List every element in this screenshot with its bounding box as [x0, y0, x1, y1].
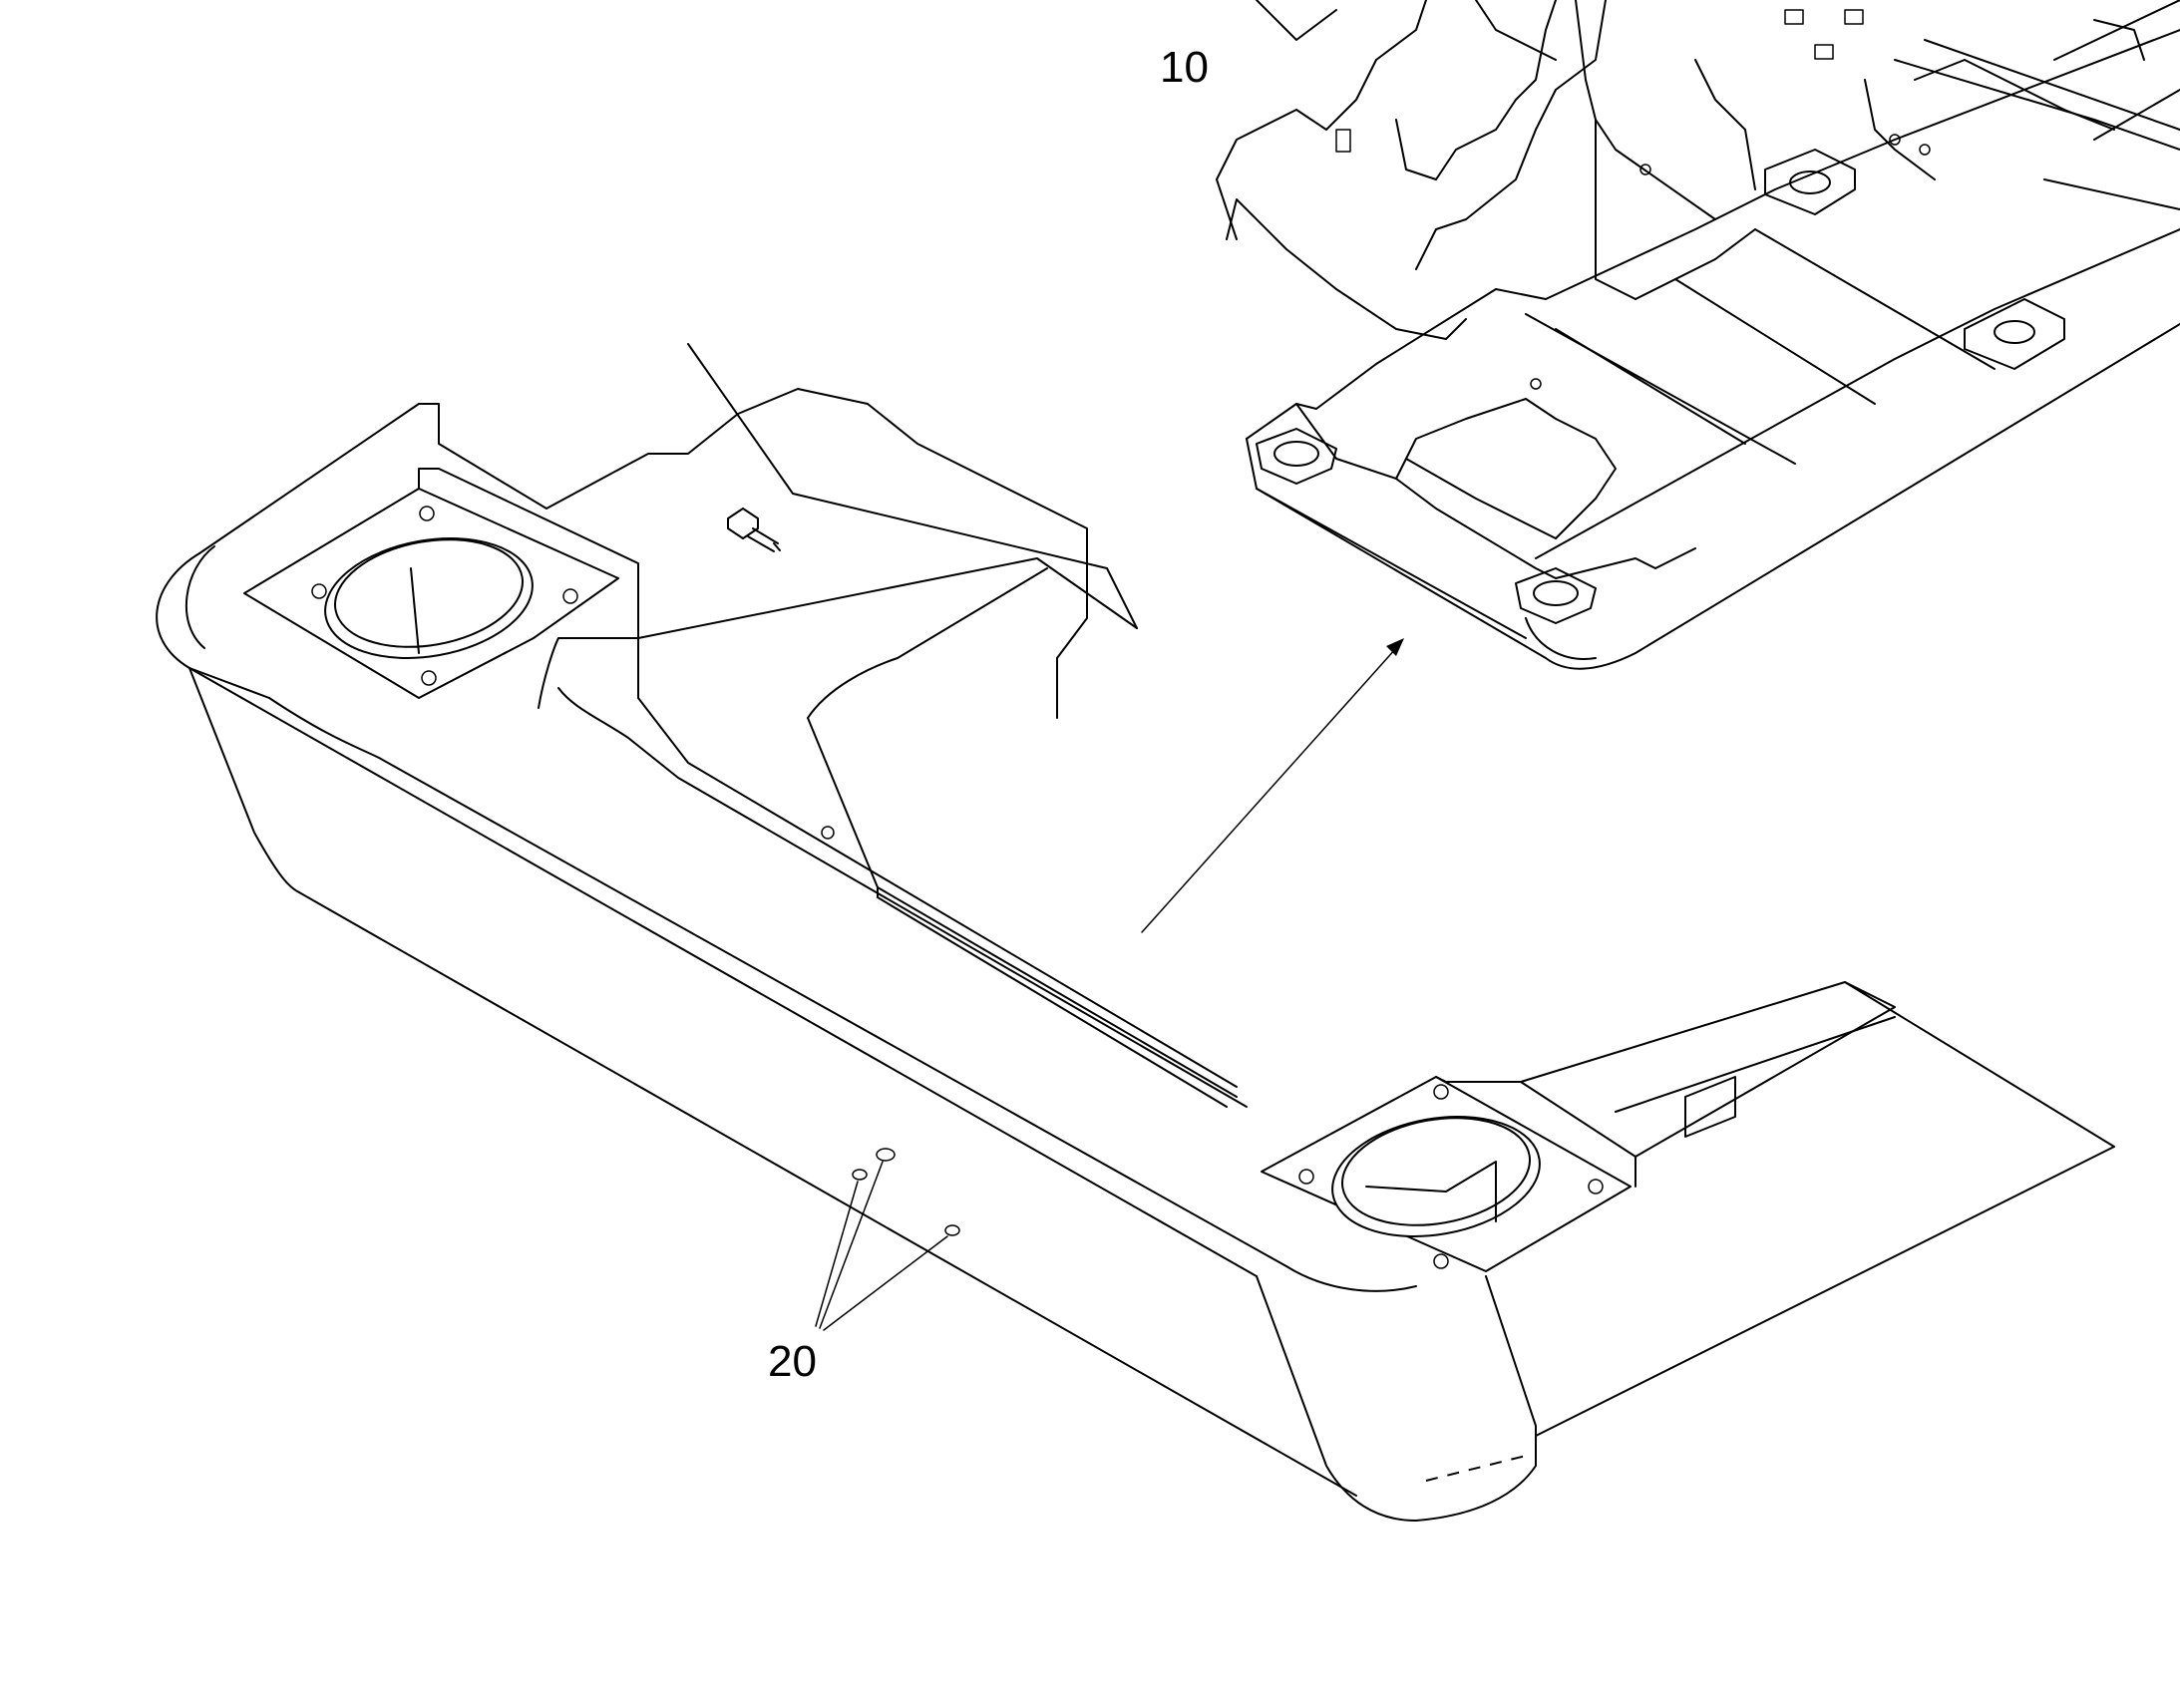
- callout-20-leaders: [815, 1161, 948, 1331]
- callout-20-label: 20: [768, 1337, 817, 1386]
- top-ledge-front: [557, 687, 1248, 1108]
- frame-center-web: [637, 557, 1138, 639]
- right-end-back-edge: [1535, 981, 2115, 1437]
- bolt-icon: [727, 508, 781, 552]
- reference-arrow: [1141, 638, 1404, 933]
- right-end-hidden-edge: [1425, 1455, 1527, 1482]
- frame-center-plate: [807, 717, 1238, 1098]
- top-ledge-step: [538, 637, 639, 709]
- front-bottom-edge: [298, 891, 1357, 1497]
- counterweight-assembly: [156, 343, 2115, 1522]
- left-mounting-pad: [243, 468, 639, 699]
- front-top-edge: [188, 667, 1258, 1277]
- left-end-corner: [188, 667, 270, 699]
- right-mounting-pad: [1261, 1076, 1636, 1272]
- frame-center-plate-edge: [877, 886, 1228, 1108]
- top-ledge-back: [637, 697, 1238, 1088]
- bolt-hole: [944, 1224, 960, 1236]
- overview-frame: [1216, 0, 2180, 670]
- right-side-rail-inner: [1615, 1016, 1896, 1138]
- right-side-rail: [1520, 981, 1896, 1158]
- frame-center-web-lower: [807, 567, 1048, 719]
- bolt-hole: [876, 1148, 896, 1162]
- overview-pads: [1256, 149, 2065, 624]
- callout-10-label: 10: [1160, 43, 1209, 92]
- overview-frame-outline: [1246, 29, 2180, 440]
- left-end-inner-curve: [184, 545, 215, 649]
- right-end-outline: [1256, 1275, 1537, 1522]
- counterweight-top-outline: [198, 388, 1088, 719]
- hole: [821, 826, 835, 840]
- frame-back-line: [687, 343, 1138, 629]
- left-end-outline: [156, 552, 300, 893]
- front-top-edge-inner: [268, 697, 1417, 1292]
- bolt-hole: [852, 1169, 868, 1181]
